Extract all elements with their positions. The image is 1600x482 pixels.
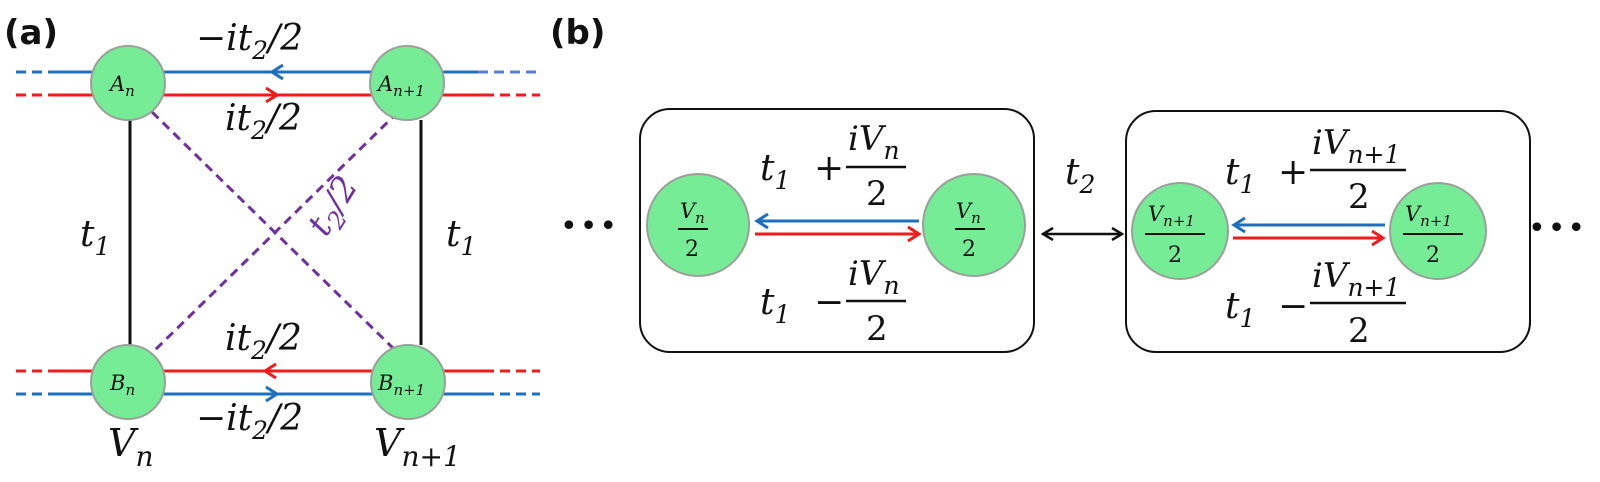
left-t1-label: t1 (80, 214, 110, 261)
arrow-left-icon (754, 212, 769, 230)
arrow-right-icon (265, 385, 280, 403)
svg-text:2: 2 (1426, 243, 1440, 268)
svg-text:t1: t1 (1225, 152, 1255, 199)
svg-text:t1: t1 (760, 282, 790, 329)
svg-text:−: − (1278, 286, 1308, 327)
top-blue-hopping-label: −it2/2 (196, 18, 303, 65)
right-t1-label: t1 (446, 214, 476, 261)
svg-text:+: + (814, 148, 844, 189)
svg-text:Vn: Vn (680, 199, 705, 227)
ellipsis-right: ••• (1528, 211, 1587, 246)
diagonal-hopping-label: t2/2 (300, 169, 371, 245)
svg-text:iVn+1: iVn+1 (1312, 123, 1400, 169)
arrow-left-icon (262, 362, 277, 380)
svg-text:2: 2 (866, 174, 888, 214)
svg-text:Bn: Bn (109, 371, 135, 399)
svg-text:2: 2 (1348, 311, 1370, 351)
node-b-n: Bn (90, 344, 166, 420)
cell-n-right-node: Vn 2 (922, 173, 1026, 277)
unit-cell-n1: Vn+1 2 Vn+1 2 t1 + iVn+1 2 t1 − iVn+1 2 (1125, 110, 1531, 353)
potential-vn-label: Vn (108, 421, 154, 473)
arrow-right-icon (265, 86, 280, 104)
top-red-hopping-label: it2/2 (225, 98, 302, 145)
arrow-left-icon (269, 63, 284, 81)
svg-text:iVn: iVn (848, 119, 900, 165)
svg-text:iVn+1: iVn+1 (1312, 256, 1400, 302)
cell-n-bottom-hopping-label: t1 − iVn 2 (760, 254, 906, 349)
bottom-blue-hopping-label: −it2/2 (196, 398, 303, 445)
svg-text:t1: t1 (1225, 286, 1255, 333)
svg-text:2: 2 (1168, 243, 1182, 268)
cell-n1-bottom-hopping-label: t1 − iVn+1 2 (1225, 256, 1406, 351)
svg-text:iVn: iVn (848, 254, 900, 300)
svg-text:An+1: An+1 (376, 72, 425, 100)
unit-cell-box (639, 108, 1035, 353)
ellipsis-left: ••• (560, 209, 619, 244)
unit-cell-n: Vn 2 Vn 2 t1 + iVn 2 t1 − iVn 2 (639, 108, 1035, 353)
arrow-left-icon (1231, 216, 1246, 234)
svg-text:+: + (1278, 152, 1308, 193)
svg-text:2: 2 (1348, 177, 1370, 217)
node-a-n1: An+1 (369, 45, 445, 121)
node-a-n: An (90, 45, 166, 121)
svg-text:2: 2 (866, 309, 888, 349)
svg-text:An: An (108, 72, 135, 100)
svg-text:−: − (814, 282, 844, 323)
cell-n-left-node: Vn 2 (646, 173, 750, 277)
svg-text:Vn+1: Vn+1 (1405, 202, 1452, 230)
arrow-right-icon (907, 225, 922, 243)
cell-n1-right-node: Vn+1 2 (1389, 182, 1487, 280)
arrow-right-icon (1371, 229, 1386, 247)
diagonal-bond-an1-bn (150, 110, 400, 355)
svg-text:Bn+1: Bn+1 (377, 371, 425, 399)
potential-vn1-label: Vn+1 (374, 421, 461, 473)
svg-text:2: 2 (685, 237, 699, 262)
svg-text:Vn+1: Vn+1 (1148, 202, 1195, 230)
intercell-t2-label: t2 (1065, 152, 1095, 199)
cell-n1-left-node: Vn+1 2 (1131, 182, 1229, 280)
svg-text:2: 2 (962, 237, 976, 262)
cell-n1-top-hopping-label: t1 + iVn+1 2 (1225, 123, 1406, 217)
unit-cell-box (1125, 110, 1531, 353)
node-b-n1: Bn+1 (370, 344, 446, 420)
bottom-red-hopping-label: it2/2 (225, 318, 302, 365)
svg-text:Vn: Vn (956, 199, 981, 227)
svg-text:t1: t1 (760, 148, 790, 195)
cell-n-top-hopping-label: t1 + iVn 2 (760, 119, 906, 214)
panel-a-label: (a) (4, 13, 58, 53)
panel-b-label: (b) (550, 13, 605, 53)
